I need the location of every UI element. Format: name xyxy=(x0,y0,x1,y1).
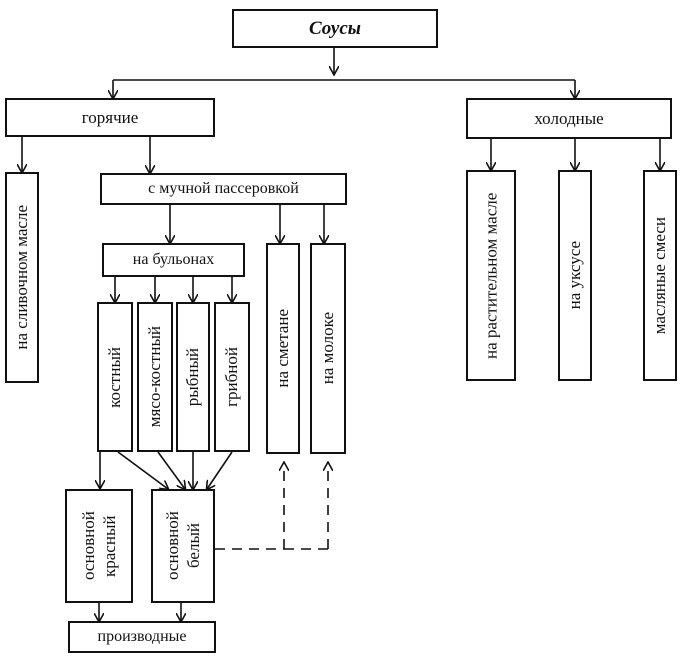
roux-label: с мучной пассеровкой xyxy=(148,179,299,197)
roux-box: с мучной пассеровкой xyxy=(100,173,347,205)
derived-label: производные xyxy=(97,627,187,645)
stock-mushroom-box: грибной xyxy=(214,302,250,452)
broths-label: на бульонах xyxy=(132,250,215,268)
vegetable-oil-label: на растительном масле xyxy=(481,192,501,359)
hot-label: горячие xyxy=(81,107,139,127)
cold-label: холодные xyxy=(534,108,604,128)
vegetable-oil-box: на растительном масле xyxy=(466,170,516,381)
broths-box: на бульонах xyxy=(102,243,245,277)
butter-mixes-box: масляные смеси xyxy=(643,170,677,381)
butter-sauce-box: на сливочном масле xyxy=(5,172,39,383)
milk-box: на молоке xyxy=(310,243,346,454)
connector-meat-bone-to-white xyxy=(157,451,185,489)
stock-bone-label: костный xyxy=(105,346,125,408)
stock-meat-bone-label: мясо-костный xyxy=(145,326,165,428)
stock-fish-label: рыбный xyxy=(183,347,203,407)
stock-bone-box: костный xyxy=(97,302,133,452)
derived-box: производные xyxy=(68,621,216,653)
milk-label: на молоке xyxy=(318,312,338,385)
vinegar-label: на уксусе xyxy=(565,241,585,310)
stock-meat-bone-box: мясо-костный xyxy=(137,302,173,452)
base-white-label: основной белый xyxy=(162,511,203,581)
stock-mushroom-label: грибной xyxy=(222,347,242,407)
hot-sauces-box: горячие xyxy=(5,98,215,137)
title-box: Соусы xyxy=(232,9,438,48)
sour-cream-label: на сметане xyxy=(273,309,293,388)
sour-cream-box: на сметане xyxy=(266,243,300,454)
base-red-box: основной красный xyxy=(65,489,133,603)
base-red-label: основной красный xyxy=(78,511,119,581)
vinegar-box: на уксусе xyxy=(558,170,592,381)
connector-mushroom-to-white xyxy=(207,451,233,489)
base-white-box: основной белый xyxy=(151,489,215,603)
connector-bone-to-white xyxy=(117,451,168,489)
butter-mixes-label: масляные смеси xyxy=(650,216,670,335)
cold-sauces-box: холодные xyxy=(466,98,672,139)
title-text: Соусы xyxy=(309,17,361,39)
stock-fish-box: рыбный xyxy=(176,302,210,452)
butter-label: на сливочном масле xyxy=(12,205,32,350)
